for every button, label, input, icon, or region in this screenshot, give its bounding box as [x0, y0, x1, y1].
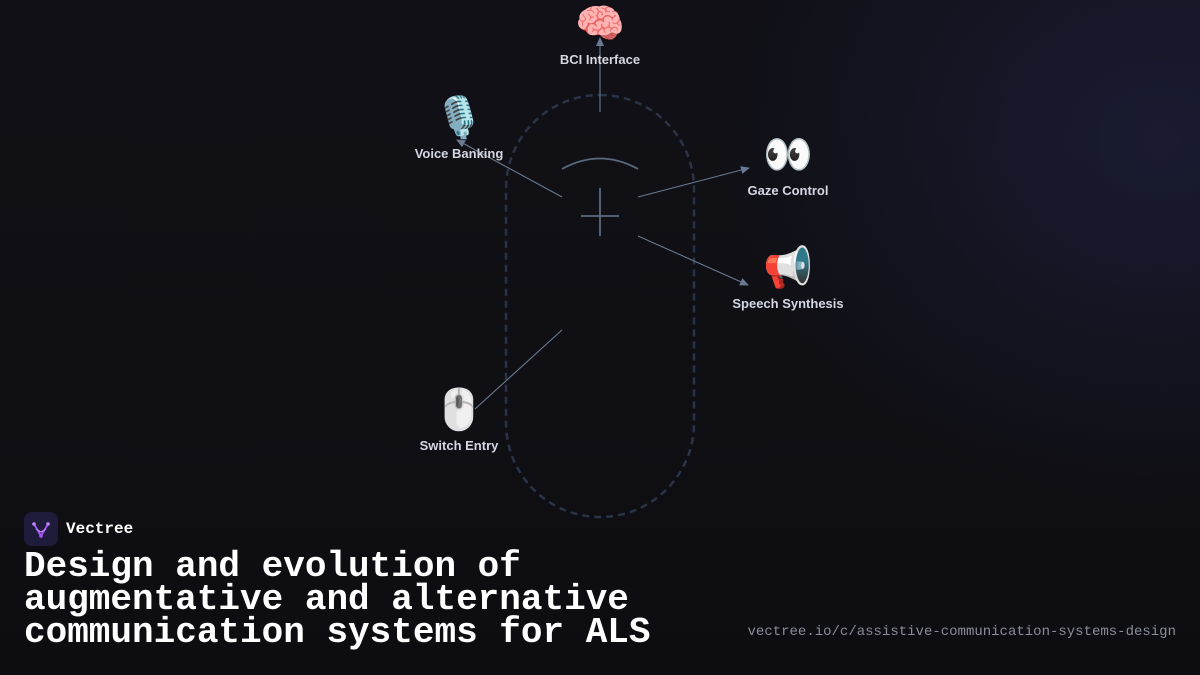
connector-hub-to-gaze [637, 166, 750, 198]
brain-icon: 🧠 [575, 1, 625, 47]
connector-hub-to-voice [456, 139, 563, 198]
node-voice-banking: 🎙️ Voice Banking [359, 94, 559, 161]
node-speech-synthesis: 📢 Speech Synthesis [688, 244, 888, 311]
node-label: BCI Interface [559, 52, 641, 67]
node-switch-entry: 🖱️ Switch Entry [359, 386, 559, 453]
connector-layer [456, 37, 750, 410]
node-label: Gaze Control [747, 183, 829, 198]
microphone-icon: 🎙️ [434, 95, 484, 141]
mouse-icon: 🖱️ [434, 387, 484, 433]
node-gaze-control: 👀 Gaze Control [688, 131, 888, 198]
brand: Vectree [24, 512, 133, 546]
page-title: Design and evolution of augmentative and… [24, 546, 651, 653]
node-label: Speech Synthesis [732, 296, 844, 311]
node-label: Switch Entry [419, 438, 499, 453]
node-bci-interface: 🧠 BCI Interface [500, 0, 700, 67]
brand-name: Vectree [66, 520, 134, 538]
eyes-icon: 👀 [763, 132, 813, 178]
connector-hub-to-speech [637, 235, 749, 286]
megaphone-icon: 📢 [763, 245, 813, 291]
connector-hub-to-switch [474, 329, 563, 410]
node-label: Voice Banking [414, 146, 504, 161]
source-url: vectree.io/c/assistive-communication-sys… [747, 624, 1176, 640]
vectree-logo-icon [24, 512, 58, 546]
hub-arc-mark [561, 157, 639, 170]
